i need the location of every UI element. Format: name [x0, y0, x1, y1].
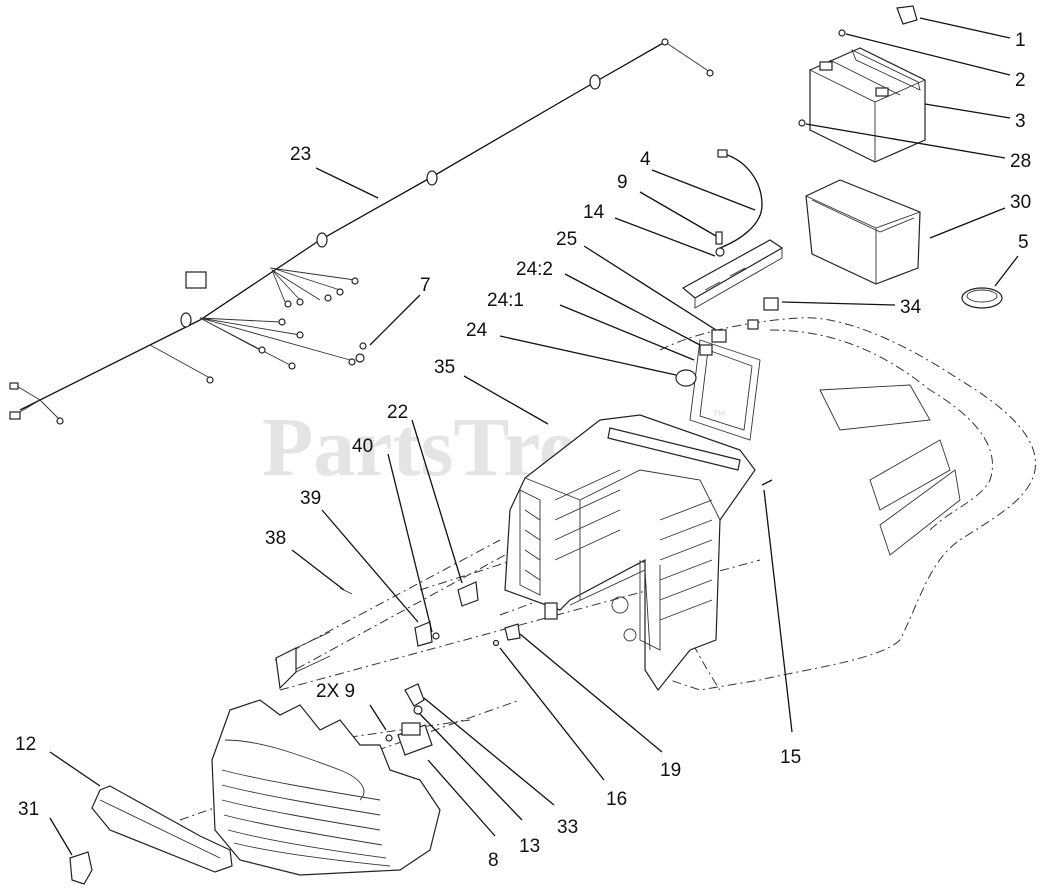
callout-33: 33: [557, 817, 578, 838]
part-9: [715, 231, 723, 245]
part-5: [961, 287, 1003, 309]
callout-24-1: 24:1: [487, 290, 524, 311]
hood: [211, 699, 441, 876]
callout-1: 1: [1015, 30, 1026, 51]
callout-5: 5: [1018, 232, 1029, 253]
part-19: [504, 623, 521, 641]
callout-16: 16: [606, 789, 627, 810]
callout-39: 39: [300, 488, 321, 509]
callout-7: 7: [420, 275, 431, 296]
callout-15: 15: [780, 747, 801, 768]
callout-13: 13: [519, 836, 540, 857]
battery-assembly: [798, 5, 1003, 309]
callout-35: 35: [434, 357, 455, 378]
callout-4: 4: [640, 149, 651, 170]
part-39: [414, 621, 433, 647]
battery-cable-and-bracket: [675, 149, 784, 486]
callout-34: 34: [900, 297, 922, 318]
callout-24: 24: [466, 320, 488, 341]
callout-2: 2: [1015, 70, 1026, 91]
callout-22: 22: [387, 402, 408, 423]
part-31: [69, 851, 93, 885]
callout-25: 25: [556, 229, 577, 250]
part-24: [675, 369, 697, 387]
callout-labels: 1 2 3 28 4 9 14 25 30 5 24:2 24:1 24 34 …: [15, 30, 1031, 871]
callout-12: 12: [15, 734, 36, 755]
callout-19: 19: [660, 760, 681, 781]
solenoid-assembly: [385, 623, 521, 756]
part-33: [404, 683, 425, 707]
callout-2x9: 2X 9: [316, 681, 355, 702]
callout-40: 40: [352, 436, 373, 457]
watermark-trademark: ™: [712, 407, 726, 423]
part-13: [413, 705, 423, 715]
callout-14: 14: [583, 202, 605, 223]
frame-rail: [274, 539, 506, 690]
callout-24-2: 24:2: [516, 259, 553, 280]
callout-8: 8: [488, 850, 499, 871]
part-16: [492, 639, 500, 647]
part-34: [763, 297, 779, 311]
callout-23: 23: [290, 144, 311, 165]
part-22: [457, 581, 479, 607]
battery-box: [805, 179, 921, 285]
callout-30: 30: [1010, 192, 1031, 213]
callout-31: 31: [18, 799, 39, 820]
callout-3: 3: [1015, 111, 1026, 132]
wire-harness: [9, 38, 714, 425]
callout-38: 38: [265, 528, 286, 549]
dash-pedestal: [504, 414, 756, 692]
part-25: [711, 329, 727, 343]
part-1: [896, 5, 918, 25]
leader-lines: [49, 17, 1019, 856]
bumper: [69, 785, 233, 885]
callout-28: 28: [1010, 151, 1031, 172]
callout-9: 9: [617, 172, 628, 193]
